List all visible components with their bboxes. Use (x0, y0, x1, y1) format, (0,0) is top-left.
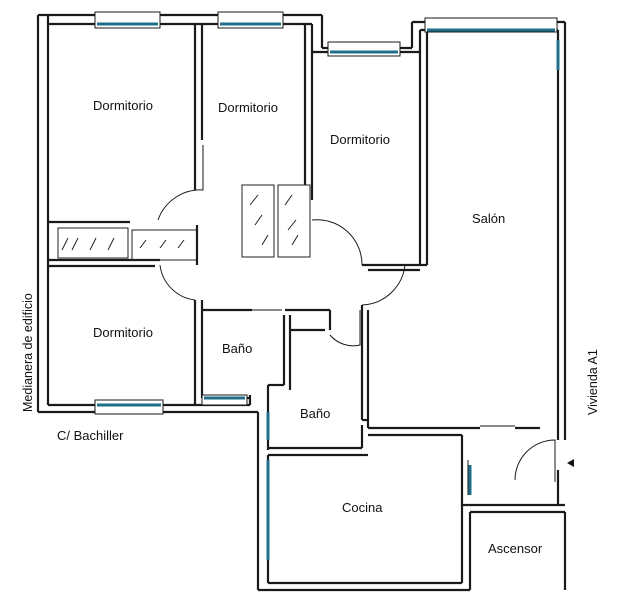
room-label-dormitorio-3: Dormitorio (330, 132, 390, 147)
room-label-dormitorio-4: Dormitorio (93, 325, 153, 340)
label-medianera: Medianera de edificio (21, 293, 35, 412)
room-label-dormitorio-1: Dormitorio (93, 98, 153, 113)
closet-details (61, 194, 299, 251)
room-label-bano-2: Baño (300, 406, 330, 421)
label-vivienda: Vivienda A1 (586, 349, 600, 415)
label-calle: C/ Bachiller (57, 428, 124, 443)
entry-arrow-icon (567, 459, 574, 467)
room-label-dormitorio-2: Dormitorio (218, 100, 278, 115)
room-label-salon: Salón (472, 211, 505, 226)
windows (94, 11, 560, 560)
room-label-cocina: Cocina (342, 500, 383, 515)
interior-walls (48, 24, 540, 505)
room-label-bano-1: Baño (222, 341, 252, 356)
doors (157, 145, 556, 495)
label-ascensor: Ascensor (488, 541, 543, 556)
